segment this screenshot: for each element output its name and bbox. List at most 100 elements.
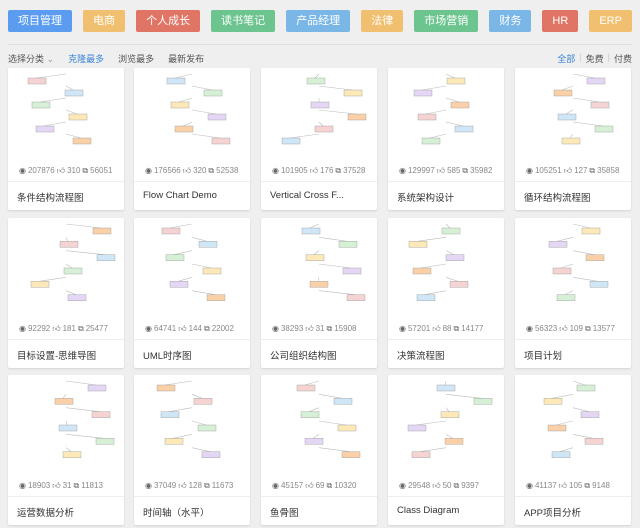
diagram-thumbnail <box>388 218 504 318</box>
price-all[interactable]: 全部 <box>557 54 576 64</box>
copy-icon: ⧉ <box>326 323 333 333</box>
view-count: 41137 <box>534 481 557 490</box>
like-count: 144 <box>188 324 202 333</box>
like-count: 585 <box>447 166 461 175</box>
tag-6[interactable]: 市场营销 <box>414 10 479 32</box>
divider <box>8 44 632 45</box>
filter-bar: 选择分类 ⌄ 克隆最多 浏览最多 最新发布 全部| 免费| 付费 <box>8 51 632 66</box>
view-count: 105251 <box>534 166 562 175</box>
like-count: 31 <box>62 481 72 490</box>
card-title[interactable]: Flow Chart Demo <box>143 190 217 201</box>
copy-icon: ⧉ <box>203 480 210 490</box>
card-stats: ◉105251👍︎127⧉35858 <box>515 160 631 182</box>
diagram-thumbnail <box>8 68 124 160</box>
card-stats: ◉29548👍︎50⧉9397 <box>388 475 504 497</box>
tag-8[interactable]: HR <box>542 10 579 32</box>
view-count: 64741 <box>153 324 177 333</box>
card-title[interactable]: APP项目分析 <box>524 508 582 519</box>
card-title[interactable]: 系统架构设计 <box>397 193 455 204</box>
category-tags: 项目管理电商个人成长读书笔记产品经理法律市场营销财务 HR ERP <box>8 10 632 32</box>
tag-3[interactable]: 读书笔记 <box>211 10 276 32</box>
card-title[interactable]: UML时序图 <box>143 351 192 362</box>
card-title[interactable]: 条件结构流程图 <box>17 193 84 204</box>
card-title[interactable]: 目标设置-思维导图 <box>17 351 97 362</box>
card-stats: ◉45157👍︎69⧉10320 <box>261 475 377 497</box>
card-stats: ◉207876👍︎310⧉56051 <box>8 160 124 182</box>
tag-5[interactable]: 法律 <box>361 10 404 32</box>
thumbs-up-icon: 👍︎ <box>178 323 187 333</box>
thumbs-up-icon: 👍︎ <box>52 480 61 490</box>
card-stats: ◉18903👍︎31⧉11813 <box>8 475 124 497</box>
card-title[interactable]: Class Diagram <box>397 505 460 516</box>
eye-icon: ◉ <box>399 481 406 490</box>
view-count: 207876 <box>27 166 55 175</box>
copy-icon: ⧉ <box>82 165 89 175</box>
eye-icon: ◉ <box>145 166 152 175</box>
clone-count: 22002 <box>211 324 234 333</box>
copy-icon: ⧉ <box>326 480 333 490</box>
card-title[interactable]: 时间轴（水平） <box>143 508 210 519</box>
copy-icon: ⧉ <box>77 323 84 333</box>
category-select[interactable]: 选择分类 ⌄ <box>8 52 54 65</box>
copy-icon: ⧉ <box>453 480 460 490</box>
card-title[interactable]: Vertical Cross F... <box>270 190 344 201</box>
diagram-thumbnail <box>261 68 377 160</box>
card-title[interactable]: 项目计划 <box>524 351 563 362</box>
tag-0[interactable]: 项目管理 <box>8 10 72 32</box>
clone-count: 11813 <box>81 481 103 490</box>
view-count: 56323 <box>534 324 558 333</box>
template-card[interactable]: ◉18903👍︎31⧉11813 运营数据分析 <box>8 375 124 525</box>
eye-icon: ◉ <box>526 481 533 490</box>
clone-count: 25477 <box>85 324 108 333</box>
card-title[interactable]: 决策流程图 <box>397 351 445 362</box>
thumbs-up-icon: 👍︎ <box>305 480 314 490</box>
price-paid[interactable]: 付费 <box>613 54 632 64</box>
view-count: 57201 <box>407 324 431 333</box>
price-free[interactable]: 免费 <box>585 54 604 64</box>
copy-icon: ⧉ <box>589 165 596 175</box>
clone-count: 9148 <box>592 481 610 490</box>
eye-icon: ◉ <box>145 324 152 333</box>
tag-2[interactable]: 个人成长 <box>136 10 201 32</box>
tag-1[interactable]: 电商 <box>83 10 126 32</box>
sort-most-cloned[interactable]: 克隆最多 <box>68 54 105 64</box>
tag-9[interactable]: ERP <box>589 10 632 32</box>
clone-count: 52538 <box>216 166 239 175</box>
eye-icon: ◉ <box>526 324 533 333</box>
card-title[interactable]: 运营数据分析 <box>17 508 75 519</box>
tag-7[interactable]: 财务 <box>489 10 532 32</box>
diagram-thumbnail <box>134 375 250 475</box>
thumbs-up-icon: 👍︎ <box>56 165 66 175</box>
card-title[interactable]: 鱼骨图 <box>270 508 299 519</box>
card-title[interactable]: 循环结构流程图 <box>524 193 591 204</box>
copy-icon: ⧉ <box>203 323 210 333</box>
like-count: 176 <box>320 166 334 175</box>
diagram-thumbnail <box>515 375 631 475</box>
template-card[interactable]: ◉105251👍︎127⧉35858 循环结构流程图 <box>515 68 631 210</box>
card-stats: ◉176566👍︎320⧉52538 <box>134 160 250 182</box>
clone-count: 15908 <box>334 324 357 333</box>
sort-newest[interactable]: 最新发布 <box>168 54 205 64</box>
tag-4[interactable]: 产品经理 <box>286 10 351 32</box>
view-count: 37049 <box>153 481 177 490</box>
diagram-thumbnail <box>134 218 250 318</box>
diagram-thumbnail <box>261 218 377 318</box>
copy-icon: ⧉ <box>73 480 80 490</box>
sort-most-viewed[interactable]: 浏览最多 <box>118 54 155 64</box>
template-card[interactable]: ◉45157👍︎69⧉10320 鱼骨图 <box>261 375 377 525</box>
thumbs-up-icon: 👍︎ <box>563 165 573 175</box>
template-card[interactable]: ◉207876👍︎310⧉56051 条件结构流程图 <box>8 68 124 210</box>
card-title[interactable]: 公司组织结构图 <box>270 351 337 362</box>
eye-icon: ◉ <box>19 481 26 490</box>
